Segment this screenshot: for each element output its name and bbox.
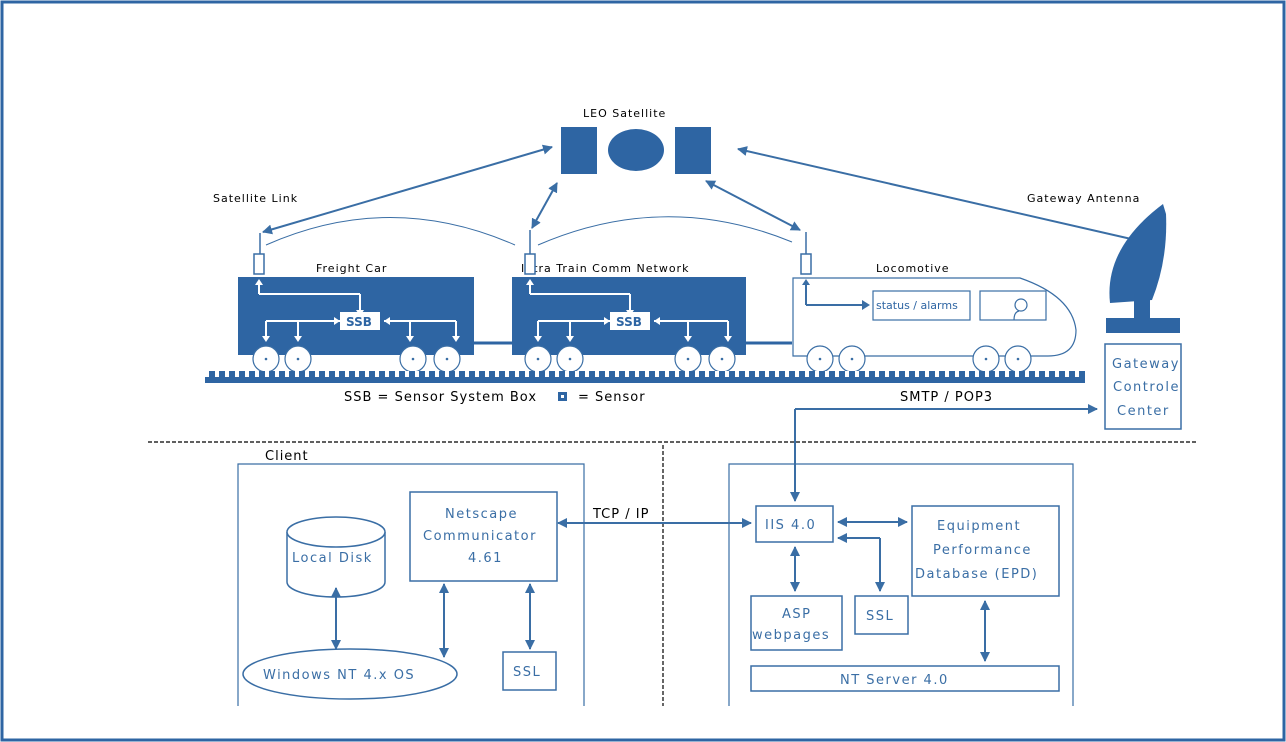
svg-text:Database (EPD): Database (EPD) <box>915 567 1038 582</box>
link-arrow-middle <box>532 183 557 228</box>
server-ssl: SSL <box>855 596 908 634</box>
rail-track <box>205 371 1085 383</box>
local-disk: Local Disk <box>287 517 385 597</box>
solar-panel-left <box>561 127 597 174</box>
svg-text:SSL: SSL <box>513 665 541 680</box>
gateway-antenna <box>1106 204 1180 333</box>
tcp-ip-label: TCP / IP <box>592 507 649 522</box>
middle-car: Intra Train Comm Network SSB <box>512 230 746 372</box>
gateway-antenna-label: Gateway Antenna <box>1027 192 1140 205</box>
antenna-freight <box>254 254 264 274</box>
svg-text:IIS 4.0: IIS 4.0 <box>765 518 816 533</box>
ssb-label-freight: SSB <box>346 315 372 329</box>
windows-nt-os: Windows NT 4.x OS <box>243 649 457 699</box>
satellite-link-label: Satellite Link <box>213 192 298 205</box>
locomotive-label: Locomotive <box>876 262 950 275</box>
client-ssl: SSL <box>503 652 556 690</box>
locomotive: Locomotive status / alarms <box>793 232 1076 372</box>
freight-car-label: Freight Car <box>316 262 387 275</box>
ssb-label-middle: SSB <box>616 315 642 329</box>
wheel-hubs <box>265 358 1020 361</box>
antenna-locomotive <box>801 254 811 274</box>
svg-text:Netscape: Netscape <box>445 507 518 522</box>
svg-text:Windows NT 4.x OS: Windows NT 4.x OS <box>263 668 415 683</box>
svg-text:4.61: 4.61 <box>468 551 503 566</box>
svg-text:Communicator: Communicator <box>423 529 537 544</box>
freight-car: Freight Car SSB <box>238 233 474 372</box>
svg-text:SSL: SSL <box>866 609 894 624</box>
satellite-label: LEO Satellite <box>583 107 666 120</box>
svg-text:NT Server 4.0: NT Server 4.0 <box>840 673 949 688</box>
smtp-label: SMTP / POP3 <box>900 390 993 405</box>
gateway-control-center: Gateway Controle Center <box>1105 344 1181 429</box>
iis-server: IIS 4.0 <box>756 506 833 542</box>
svg-text:Center: Center <box>1117 404 1170 419</box>
intra-train-arcs <box>266 217 792 245</box>
svg-text:Local Disk: Local Disk <box>292 551 373 566</box>
svg-text:Gateway: Gateway <box>1112 357 1180 372</box>
svg-text:ASP: ASP <box>782 607 811 622</box>
svg-text:Performance: Performance <box>933 543 1032 558</box>
status-alarms-label: status / alarms <box>876 299 958 312</box>
intra-train-label: Intra Train Comm Network <box>521 262 689 275</box>
epd-database: Equipment Performance Database (EPD) <box>912 506 1059 596</box>
antenna-middle <box>525 254 535 274</box>
client-title: Client <box>265 449 309 464</box>
legend-sensor: = Sensor <box>578 390 646 405</box>
legend-ssb: SSB = Sensor System Box <box>344 390 537 405</box>
link-arrow-freight <box>263 147 552 232</box>
svg-text:Equipment: Equipment <box>937 519 1021 534</box>
solar-panel-right <box>675 127 711 174</box>
satellite-body <box>608 129 664 171</box>
asp-webpages: ASP webpages <box>751 596 842 650</box>
driver-cab-window <box>980 291 1046 320</box>
nt-server: NT Server 4.0 <box>751 666 1059 691</box>
smtp-connection <box>795 409 1097 501</box>
netscape-communicator: Netscape Communicator 4.61 <box>410 492 557 581</box>
svg-text:webpages: webpages <box>752 628 830 643</box>
leo-satellite: LEO Satellite <box>561 107 711 174</box>
link-arrow-loco <box>706 181 800 230</box>
svg-text:Controle: Controle <box>1113 380 1180 395</box>
